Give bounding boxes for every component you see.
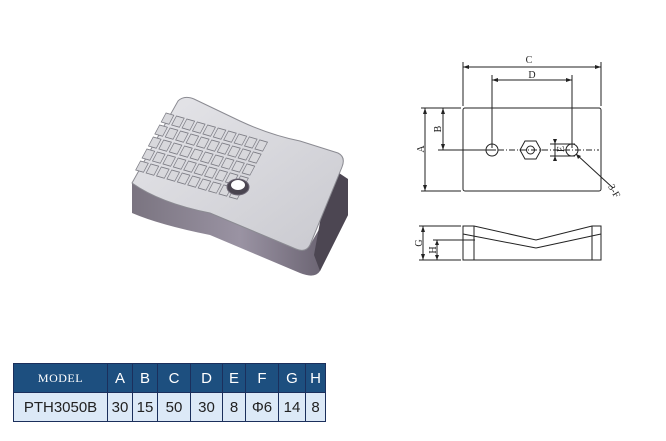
table-row: PTH3050B 30 15 50 30 8 Φ6 14 8 bbox=[13, 392, 326, 422]
cell-f: Φ6 bbox=[245, 392, 279, 422]
label-a: A bbox=[416, 145, 427, 153]
header-f: F bbox=[245, 363, 279, 393]
label-h: H bbox=[428, 246, 439, 253]
spec-table: MODEL A B C D E F G H PTH3050B 30 15 50 … bbox=[13, 363, 326, 422]
header-e: E bbox=[222, 363, 246, 393]
cell-a: 30 bbox=[107, 392, 133, 422]
label-e: E bbox=[556, 146, 567, 152]
engineering-drawing: C D A B E 3-F G H bbox=[414, 55, 622, 261]
label-c: C bbox=[526, 55, 533, 66]
header-b: B bbox=[132, 363, 158, 393]
left-hole bbox=[485, 143, 499, 157]
header-a: A bbox=[107, 363, 133, 393]
part-side-face bbox=[132, 179, 348, 276]
cell-g: 14 bbox=[278, 392, 306, 422]
header-c: C bbox=[157, 363, 191, 393]
side-view-outline bbox=[462, 225, 602, 261]
label-d: D bbox=[528, 70, 535, 81]
header-g: G bbox=[278, 363, 306, 393]
dim-f-leader bbox=[575, 153, 614, 189]
cell-h: 8 bbox=[305, 392, 326, 422]
hex-nut bbox=[519, 140, 542, 160]
cell-b: 15 bbox=[132, 392, 158, 422]
cell-c: 50 bbox=[157, 392, 191, 422]
cell-e: 8 bbox=[222, 392, 246, 422]
header-d: D bbox=[190, 363, 223, 393]
table-header-row: MODEL A B C D E F G H bbox=[13, 363, 326, 393]
part-right-face bbox=[314, 167, 348, 271]
header-h: H bbox=[305, 363, 326, 393]
label-b: B bbox=[433, 125, 444, 132]
cell-d: 30 bbox=[190, 392, 223, 422]
product-3d-render bbox=[131, 96, 348, 276]
header-model: MODEL bbox=[13, 363, 108, 393]
cell-model: PTH3050B bbox=[13, 392, 108, 422]
label-f: 3-F bbox=[605, 182, 622, 200]
label-g: G bbox=[414, 239, 425, 246]
